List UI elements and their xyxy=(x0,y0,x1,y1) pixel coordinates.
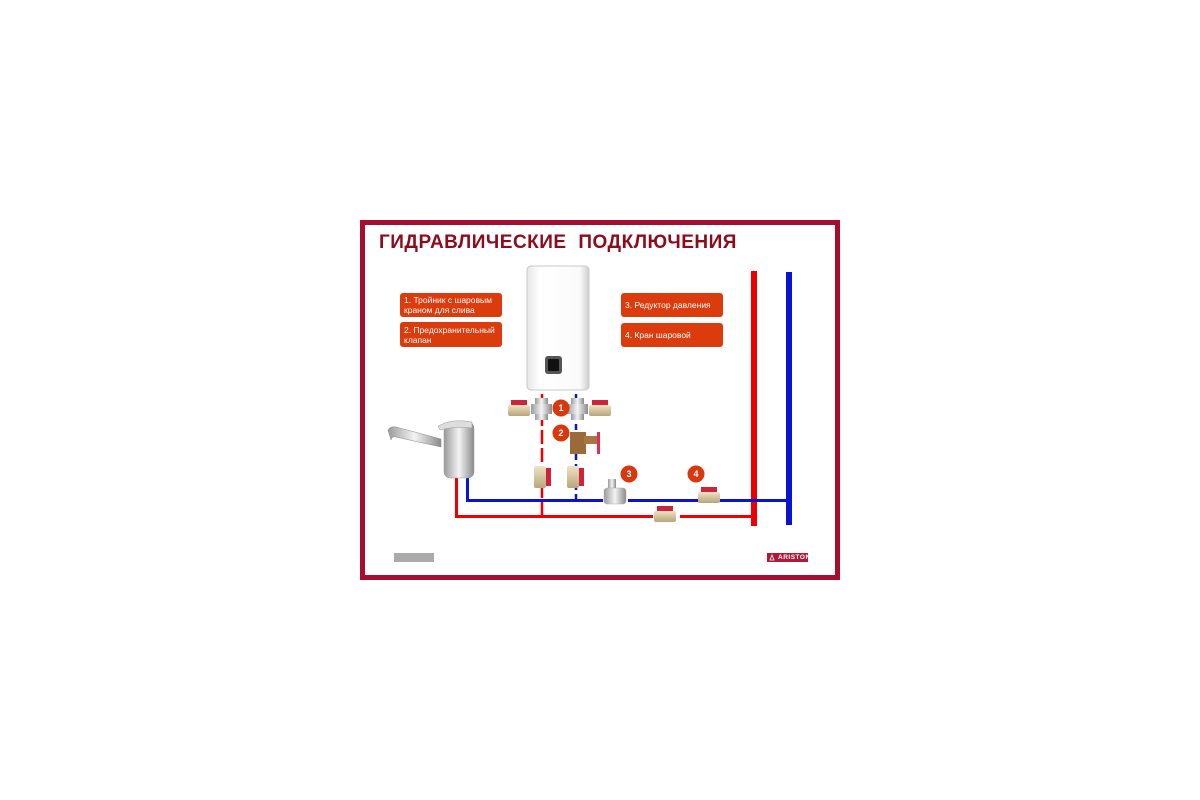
badge-4 xyxy=(687,465,705,483)
legend-item-2: 2. Предохранительный клапан xyxy=(400,322,502,347)
safety-valve-icon xyxy=(570,432,600,454)
hot-riser-pipe xyxy=(751,271,757,526)
ball-valve-icon xyxy=(508,400,530,416)
footer-placeholder-bar xyxy=(394,553,434,562)
badge-3 xyxy=(620,465,638,483)
ball-valve-icon xyxy=(534,466,551,488)
badge-4-label: 4 xyxy=(693,469,699,479)
legend-item-3: 3. Редуктор давления xyxy=(621,293,723,317)
ball-valve-icon xyxy=(698,487,720,503)
tee-fitting-icon xyxy=(531,398,552,420)
ball-valve-icon xyxy=(567,466,584,488)
faucet-icon xyxy=(387,420,475,479)
number-badges xyxy=(552,399,705,483)
ball-valve-icon xyxy=(654,506,676,522)
ball-valve-icon xyxy=(589,400,611,416)
badge-1 xyxy=(552,399,570,417)
badge-2 xyxy=(552,424,570,442)
badge-3-label: 3 xyxy=(626,469,632,479)
ball-valves xyxy=(508,400,720,522)
badge-1-label: 1 xyxy=(558,403,564,413)
legend-item-4: 4. Кран шаровой xyxy=(621,323,723,347)
ariston-logo xyxy=(767,553,808,562)
pressure-reducer-icon xyxy=(603,479,627,505)
badge-2-label: 2 xyxy=(558,428,564,438)
cold-riser-pipe xyxy=(786,272,792,525)
legend-item-1: 1. Тройник с шаровым краном для слива xyxy=(400,293,502,317)
water-heater-icon xyxy=(526,265,590,391)
brand-logo-text: ARISTON xyxy=(778,554,811,561)
page-title: ГИДРАВЛИЧЕСКИЕ ПОДКЛЮЧЕНИЯ xyxy=(379,232,737,253)
tee-fitting-icon xyxy=(567,398,588,420)
